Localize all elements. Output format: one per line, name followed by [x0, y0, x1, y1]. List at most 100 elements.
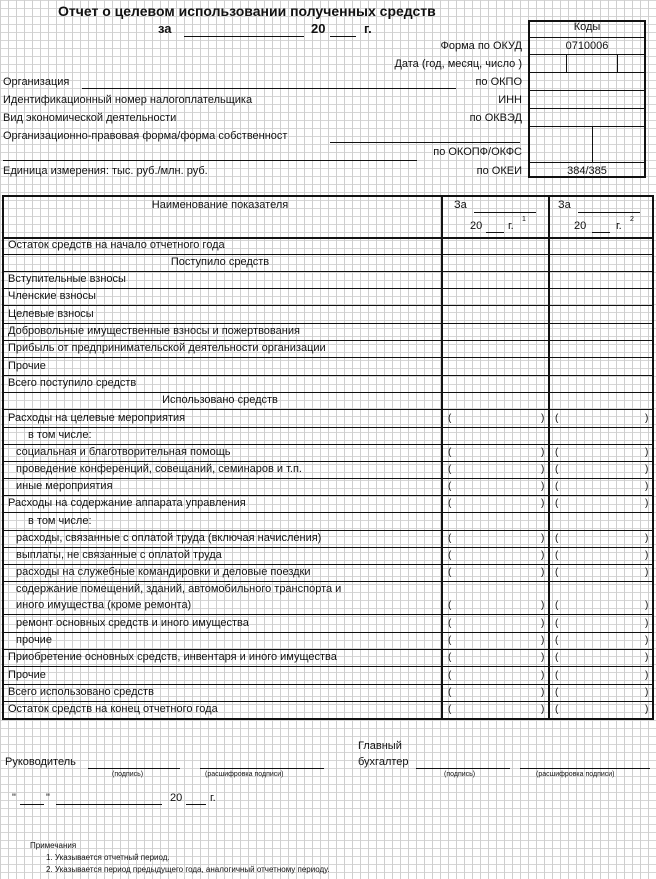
value-bracket-close: ): [645, 670, 649, 681]
value-bracket-open: (: [448, 464, 452, 475]
okud-label: Форма по ОКУД: [440, 40, 523, 52]
row-label-27: Остаток средств на конец отчетного года: [8, 703, 218, 715]
value-bracket-open: (: [555, 550, 559, 561]
value-bracket-close: ): [541, 652, 545, 663]
date-day-line[interactable]: [20, 804, 44, 805]
head-sign-caption: (подпись): [112, 771, 144, 778]
inn-label: ИНН: [498, 94, 522, 106]
value-bracket-open: (: [555, 533, 559, 544]
col1-period-line[interactable]: [474, 212, 536, 213]
legal-form-label: Организационно-правовая форма/форма собс…: [3, 130, 288, 142]
legal-form-field-2[interactable]: [3, 160, 417, 161]
value-bracket-close: ): [541, 687, 545, 698]
row-separator: [2, 288, 654, 289]
row-separator: [2, 632, 654, 633]
value-bracket-open: (: [555, 481, 559, 492]
col1-year: 20: [470, 220, 483, 232]
chief-decode-caption: (расшифровка подписи): [536, 771, 615, 778]
col-name-header: Наименование показателя: [151, 199, 289, 211]
row-label-24: Приобретение основных средств, инвентаря…: [8, 651, 337, 663]
value-bracket-open: (: [448, 618, 452, 629]
codes-heading: Коды: [573, 21, 601, 33]
col2-note: 2: [630, 216, 634, 223]
value-bracket-close: ): [541, 533, 545, 544]
col2-year-line[interactable]: [592, 232, 610, 233]
value-bracket-open: (: [555, 567, 559, 578]
row-label-21: иного имущества (кроме ремонта): [16, 599, 192, 611]
okved-label: по ОКВЭД: [469, 112, 522, 124]
value-bracket-close: ): [645, 481, 649, 492]
row-label-7: Прочие: [8, 360, 46, 372]
org-label: Организация: [3, 76, 70, 88]
value-bracket-close: ): [541, 670, 545, 681]
okpo-label: по ОКПО: [475, 76, 522, 88]
row-separator: [2, 271, 654, 272]
value-bracket-open: (: [448, 550, 452, 561]
row-label-5: Добровольные имущественные взносы и поже…: [8, 325, 300, 337]
period-line[interactable]: [184, 36, 304, 37]
head-decode-caption: (расшифровка подписи): [205, 771, 284, 778]
row-label-4: Целевые взносы: [8, 308, 94, 320]
row-separator: [2, 614, 654, 615]
col2-za: За: [558, 199, 571, 211]
value-bracket-open: (: [555, 498, 559, 509]
year-line[interactable]: [330, 36, 356, 37]
value-bracket-open: (: [555, 670, 559, 681]
row-separator: [2, 392, 654, 393]
chief-decode-line[interactable]: [520, 768, 650, 769]
row-separator: [2, 461, 654, 462]
row-label-12: социальная и благотворительная помощь: [16, 446, 231, 458]
row-separator: [2, 375, 654, 376]
row-separator: [2, 649, 654, 650]
head-decode-line[interactable]: [200, 768, 324, 769]
date-month-line[interactable]: [56, 804, 162, 805]
row-separator: [2, 547, 654, 548]
org-field[interactable]: [82, 88, 456, 89]
row-label-6: Прибыль от предпринимательской деятельно…: [8, 342, 326, 354]
value-bracket-open: (: [555, 447, 559, 458]
value-bracket-close: ): [645, 652, 649, 663]
date-year-line[interactable]: [186, 804, 206, 805]
report-title: Отчет о целевом использовании полученных…: [58, 3, 436, 19]
value-bracket-close: ): [541, 704, 545, 715]
row-separator: [2, 530, 654, 531]
col2-period-line[interactable]: [578, 212, 640, 213]
value-bracket-open: (: [448, 635, 452, 646]
note-1: 1. Указывается отчетный период.: [46, 853, 170, 862]
value-bracket-close: ): [645, 533, 649, 544]
row-separator: [2, 495, 654, 496]
value-bracket-open: (: [448, 670, 452, 681]
value-bracket-close: ): [645, 600, 649, 611]
date-quote-open: ": [12, 792, 16, 804]
value-bracket-close: ): [645, 413, 649, 424]
row-label-10: Расходы на целевые мероприятия: [8, 412, 186, 424]
value-bracket-close: ): [645, 550, 649, 561]
col2-g: г.: [616, 220, 622, 232]
okei-code: 384/385: [567, 165, 607, 177]
value-bracket-close: ): [541, 447, 545, 458]
chief-sign-line[interactable]: [416, 768, 510, 769]
row-label-9: Использовано средств: [162, 394, 278, 406]
row-separator: [2, 701, 654, 702]
period-year: 20: [311, 21, 326, 36]
row-label-11: в том числе:: [28, 429, 92, 441]
col1-note: 1: [522, 216, 526, 223]
row-label-13: проведение конференций, совещаний, семин…: [16, 463, 302, 475]
row-separator: [2, 427, 654, 428]
period-g: г.: [364, 21, 372, 36]
activity-label: Вид экономической деятельности: [3, 112, 177, 124]
value-bracket-close: ): [645, 464, 649, 475]
row-separator: [2, 444, 654, 445]
row-separator: [2, 254, 654, 255]
col1-za: За: [454, 199, 467, 211]
head-sign-line[interactable]: [88, 768, 180, 769]
row-label-26: Всего использовано средств: [8, 686, 154, 698]
value-bracket-close: ): [541, 567, 545, 578]
row-separator: [2, 323, 654, 324]
row-label-20: содержание помещений, зданий, автомобиль…: [16, 583, 342, 595]
value-bracket-close: ): [541, 600, 545, 611]
col1-year-line[interactable]: [486, 232, 504, 233]
value-bracket-open: (: [555, 687, 559, 698]
legal-form-field[interactable]: [330, 142, 520, 143]
value-bracket-open: (: [448, 567, 452, 578]
